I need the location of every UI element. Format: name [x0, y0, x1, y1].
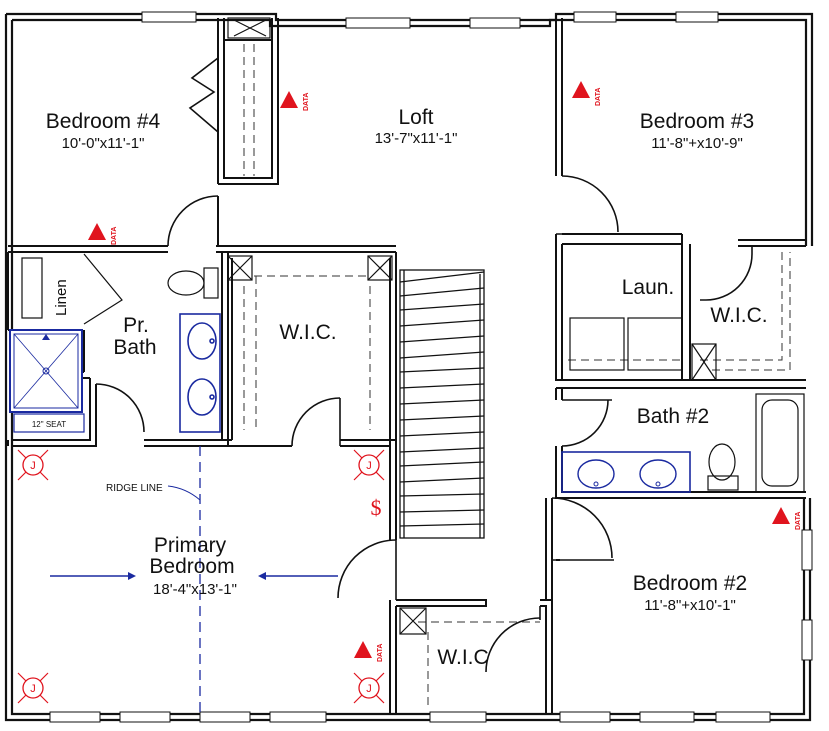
primary-bedroom-name-line1: Primary [154, 534, 227, 557]
bath2-vanity [561, 451, 691, 493]
closet-corner-boxes [21, 17, 717, 635]
laundry-label: Laun. [622, 276, 675, 299]
data-outlet-icon: DATA [772, 507, 802, 530]
room-labels: Bedroom #4 10'-0"x11'-1" Loft 13'-7"x11'… [46, 106, 768, 669]
ridge-line: RIDGE LINE [50, 446, 338, 712]
junction-box-icon: J [353, 449, 385, 481]
pr-bath-label-line2: Bath [113, 336, 156, 359]
primary-bedroom-dims: 18'-4"x13'-1" [153, 581, 237, 598]
pr-bath-label-line1: Pr. [123, 314, 149, 337]
linen-closet-label: Linen [53, 279, 70, 316]
bedroom-4-name: Bedroom #4 [46, 110, 161, 133]
shower-seat-label: 12" SEAT [32, 420, 66, 429]
wic-bedroom-3-label: W.I.C. [710, 304, 767, 327]
svg-text:DATA: DATA [303, 93, 310, 111]
door-swings [95, 57, 753, 673]
pr-bath-vanity [179, 313, 221, 433]
data-outlet-icon: DATA [572, 81, 602, 106]
wall-switch-icon: $ [371, 495, 382, 520]
junction-box-icon: J [17, 449, 49, 481]
loft-name: Loft [398, 106, 433, 129]
windows [49, 11, 813, 723]
loft-dims: 13'-7"x11'-1" [375, 130, 458, 147]
bedroom-3-name: Bedroom #3 [640, 110, 754, 133]
svg-text:DATA: DATA [795, 512, 802, 530]
closet-shelves [243, 44, 791, 706]
junction-box-icon: J [17, 672, 49, 704]
svg-text:DATA: DATA [595, 88, 602, 106]
data-outlets: DATA DATA DATA DATA DATA [88, 81, 802, 662]
junction-box-icon: J [353, 672, 385, 704]
plumbing-fixtures [83, 253, 805, 493]
ridge-line-label: RIDGE LINE [106, 483, 163, 494]
wic-bedroom-2-label: W.I.C [437, 646, 488, 669]
primary-bedroom-name-line2: Bedroom [149, 555, 234, 578]
shower: 12" SEAT [9, 329, 85, 433]
jbox-label: J [30, 460, 36, 472]
junction-boxes: J J J J [17, 449, 385, 704]
svg-text:DATA: DATA [377, 644, 384, 662]
bedroom-2-dims: 11'-8"+x10'-1" [644, 597, 736, 614]
jbox-label: J [366, 683, 372, 695]
bath-2-label: Bath #2 [637, 405, 709, 428]
data-outlet-icon: DATA [354, 641, 384, 662]
data-outlet-icon: DATA [280, 91, 310, 111]
svg-text:DATA: DATA [111, 227, 118, 245]
wic-primary-label: W.I.C. [279, 321, 336, 344]
bedroom-4-dims: 10'-0"x11'-1" [62, 135, 145, 152]
data-outlet-icon: DATA [88, 223, 118, 245]
bedroom-3-dims: 11'-8"+x10'-9" [651, 135, 743, 152]
bedroom-2-name: Bedroom #2 [633, 572, 747, 595]
staircase [399, 269, 485, 539]
jbox-label: J [366, 460, 372, 472]
jbox-label: J [30, 683, 36, 695]
